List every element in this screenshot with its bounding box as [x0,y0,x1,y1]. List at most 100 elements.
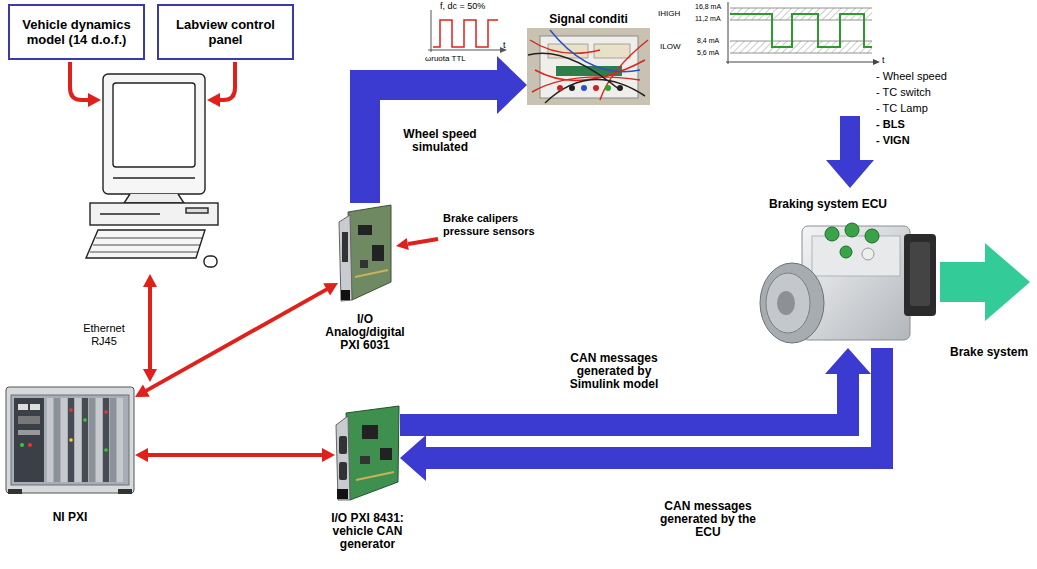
daq-card-illustration [348,205,391,300]
box-label: Vehicle dynamics model (14 d.o.f.) [14,17,139,47]
pxi-chassis-illustration [103,398,109,482]
device-caption: Braking system ECU [753,198,903,211]
ecu-illustration [777,291,795,315]
ecu-illustration [766,273,810,333]
device-caption: Signal conditi [539,13,639,26]
arrow-head [400,435,426,481]
current-level: IHIGH [658,9,680,18]
pxi-chassis-illustration [68,398,74,482]
can-card-illustration [356,472,394,480]
signal-arrow [840,116,860,162]
signal-conditioning-photo [540,36,638,98]
output-arrow [940,243,1030,321]
panel-box: Labview control panel [157,4,294,60]
signal-conditioning-photo [527,28,650,105]
computer-illustration [113,83,195,167]
waveform-label: f, dc = 50% [440,1,485,11]
ecu-illustration [845,223,859,237]
signal-arrow [826,160,874,188]
ecu-illustration [812,236,900,276]
ecu-illustration [904,234,936,316]
arrow-head [88,93,101,107]
arrow-head [207,93,220,107]
computer-illustration [124,194,184,203]
device-caption: I/O Analog/digital PXI 6031 [318,313,413,352]
signal-name: ωruota TTL [425,54,466,63]
input-arrow [148,286,152,370]
pxi-chassis-illustration [69,408,73,412]
ecu-illustration [862,248,874,260]
pxi-chassis-illustration [104,410,108,414]
signal-conditioning-photo [569,85,575,91]
current-value: 16,8 mA [695,3,721,11]
output-arrow [940,243,1030,321]
current-value: 8,4 mA [697,37,719,45]
ecu-illustration [825,227,839,241]
ttl-square-wave [428,10,502,52]
pxi-chassis-illustration [18,404,28,410]
ecu-illustration [840,246,852,258]
arrow-head [825,348,871,374]
current-signal-plot [730,14,872,47]
current-signal-plot [730,41,872,53]
ecu-illustration [865,229,879,243]
connector-line [425,348,882,458]
pxi-chassis-illustration [82,398,88,482]
pxi-chassis-illustration [18,416,40,424]
can-card-illustration [339,462,347,480]
can-card-illustration [360,456,370,464]
pxi-chassis-illustration [47,398,53,482]
daq-card-illustration [341,290,350,300]
computer-illustration [186,208,208,213]
connector-arrow [135,283,338,397]
pxi-chassis-illustration [54,398,60,482]
computer-illustration [103,74,205,194]
signal-list-item: - TC switch [876,86,931,99]
current-value: 5,6 mA [697,49,719,57]
can-card-node: I/O PXI 8431: vehicle CAN generator [335,405,400,500]
daq-card-illustration [358,225,372,235]
signal-conditioning-photo [605,85,611,91]
connector-arrow [135,448,335,462]
ecu-illustration [760,223,936,343]
pxi-chassis-illustration [118,489,132,494]
pxi-chassis-illustration [89,398,95,482]
can-card-illustration [337,489,348,499]
pxi-chassis-illustration [83,418,87,422]
pxi-chassis-node: NI PXI [5,385,135,495]
signal-list-item: - VIGN [876,134,910,147]
signal-conditioning-node: Signal conditi [527,28,650,105]
daq-card-illustration [339,205,391,301]
signal-conditioning-photo [528,53,645,103]
arrow-head [396,238,409,250]
signal-conditioning-photo [550,30,640,72]
arrow-head [322,448,335,462]
device-caption: I/O PXI 8431: vehicle CAN generator [313,512,423,551]
ecu-illustration [760,263,824,343]
pxi-chassis-illustration [18,430,40,435]
ecu-illustration [910,242,930,306]
signal-conditioning-photo [530,40,648,100]
pxi-chassis-illustration [6,387,134,494]
computer-illustration [204,256,217,267]
computer-illustration [86,230,205,258]
input-arrow [408,239,438,244]
edge-label: CAN messages generated by Simulink model [558,352,670,391]
input-arrow [219,62,235,100]
signal-conditioning-photo [594,44,630,58]
daq-card-illustration [342,232,348,262]
current-signal-plot [730,8,872,53]
pxi-chassis-illustration [110,398,116,482]
computer-illustration [90,203,218,225]
can-card-illustration [336,406,399,500]
edge-label: CAN messages generated by the ECU [652,500,764,539]
signal-conditioning-photo [527,28,650,105]
arrow-head [135,385,150,397]
interface-label: Ethernet RJ45 [75,322,133,347]
pxi-chassis-illustration [75,398,81,482]
signal-conditioning-photo [557,85,563,91]
pxi-chassis-illustration [104,448,108,452]
pxi-chassis-illustration [28,443,32,447]
